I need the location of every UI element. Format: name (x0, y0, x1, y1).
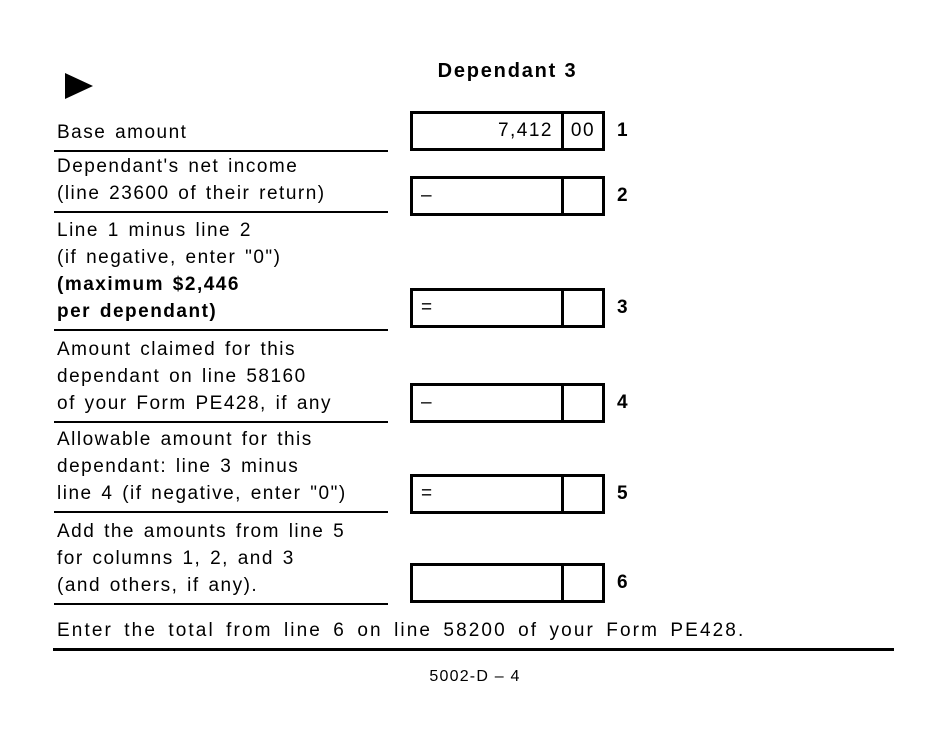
page-number: 5002-D – 4 (429, 668, 521, 685)
cents-field-line-2[interactable] (561, 179, 602, 213)
amount-box-line-6 (410, 563, 605, 603)
amount-field-line-1: 7,412 (413, 114, 561, 148)
label-line-3-text: Line 1 minus line 2 (if negative, enter … (57, 220, 282, 268)
label-line-1-text: Base amount (57, 122, 188, 143)
line-number-1: 1 (617, 120, 628, 141)
label-line-2-text: Dependant's net income (line 23600 of th… (57, 156, 326, 204)
amount-box-line-1: 7,412 00 (410, 111, 605, 151)
amount-field-line-3[interactable]: = (413, 291, 561, 325)
cents-field-line-6[interactable] (561, 566, 602, 600)
amount-field-line-2[interactable]: – (413, 179, 561, 213)
operator-line-5: = (421, 483, 434, 504)
label-line-2: Dependant's net income (line 23600 of th… (54, 153, 388, 213)
label-line-5-text: Allowable amount for this dependant: lin… (57, 429, 347, 504)
label-line-6: Add the amounts from line 5 for columns … (54, 518, 388, 605)
cents-field-line-1: 00 (561, 114, 602, 148)
cents-field-line-3[interactable] (561, 291, 602, 325)
line-number-5: 5 (617, 483, 628, 504)
line-number-4: 4 (617, 392, 628, 413)
operator-line-3: = (421, 297, 434, 318)
amount-field-line-5[interactable]: = (413, 477, 561, 511)
amount-box-line-5: = (410, 474, 605, 514)
label-line-6-text: Add the amounts from line 5 for columns … (57, 521, 346, 596)
marker-triangle-icon (65, 73, 93, 99)
cents-field-line-4[interactable] (561, 386, 602, 420)
amount-field-line-6[interactable] (413, 566, 561, 600)
amount-box-line-2: – (410, 176, 605, 216)
label-line-5: Allowable amount for this dependant: lin… (54, 426, 388, 513)
label-line-3: Line 1 minus line 2 (if negative, enter … (54, 217, 388, 331)
amount-field-line-4[interactable]: – (413, 386, 561, 420)
label-line-3-bold-text: (maximum $2,446 per dependant) (57, 274, 240, 322)
operator-line-4: – (421, 392, 434, 413)
amount-box-line-4: – (410, 383, 605, 423)
line-number-6: 6 (617, 572, 628, 593)
line-number-2: 2 (617, 185, 628, 206)
operator-line-2: – (421, 185, 434, 206)
label-line-4: Amount claimed for this dependant on lin… (54, 336, 388, 423)
label-line-4-text: Amount claimed for this dependant on lin… (57, 339, 332, 414)
total-instruction: Enter the total from line 6 on line 5820… (57, 620, 746, 641)
column-title: Dependant 3 (437, 60, 578, 82)
label-line-1: Base amount (54, 119, 388, 152)
amount-box-line-3: = (410, 288, 605, 328)
amount-value-line-1: 7,412 (497, 120, 553, 141)
line-number-3: 3 (617, 297, 628, 318)
bottom-rule (53, 648, 894, 651)
cents-field-line-5[interactable] (561, 477, 602, 511)
